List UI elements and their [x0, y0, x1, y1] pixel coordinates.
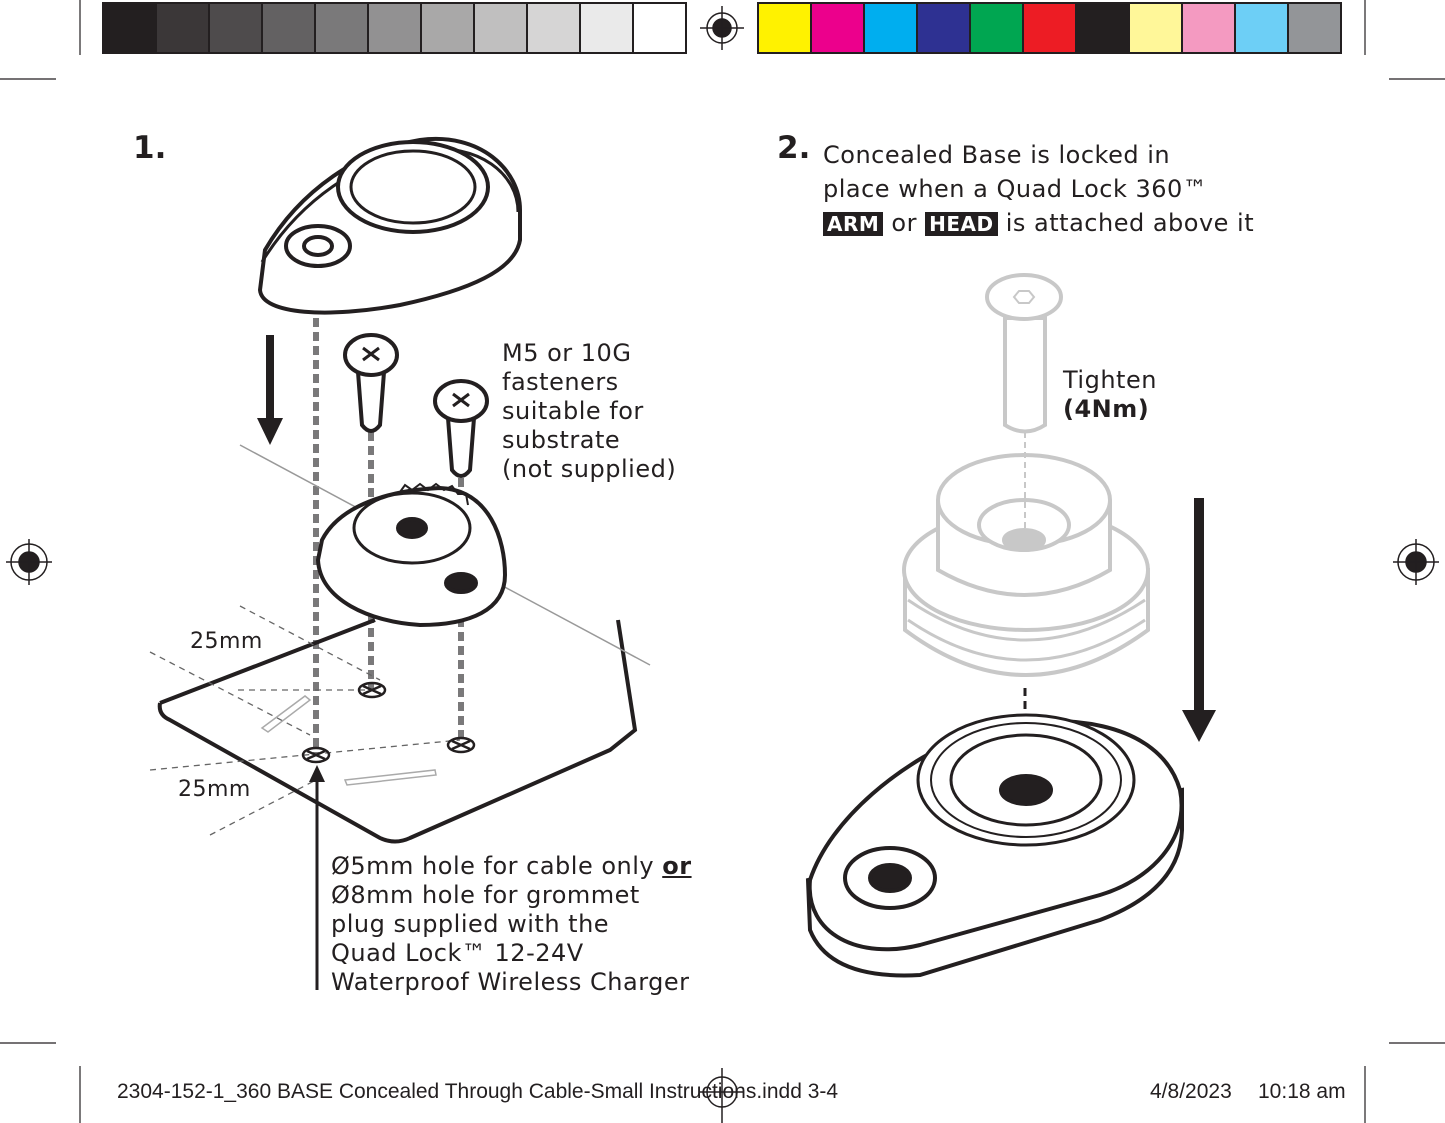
arm-tag: ARM	[823, 212, 884, 236]
color-swatch	[263, 4, 314, 52]
step-2-line: is attached above it	[1005, 209, 1255, 237]
down-arrow-icon	[257, 335, 283, 445]
tighten-note: Tighten (4Nm)	[1063, 366, 1157, 424]
color-swatch	[759, 4, 810, 52]
hole-note-line: Ø5mm hole for cable only	[331, 852, 663, 880]
hole-note-line: Waterproof Wireless Charger	[331, 968, 690, 996]
hole-note-line: plug supplied with the	[331, 910, 610, 938]
hole-note-or: or	[662, 852, 692, 880]
color-swatch	[1183, 4, 1234, 52]
hole-note: Ø5mm hole for cable only or Ø8mm hole fo…	[331, 852, 692, 997]
color-swatch	[1130, 4, 1181, 52]
footer-filename: 2304-152-1_360 BASE Concealed Through Ca…	[117, 1080, 839, 1103]
or-text: or	[891, 209, 917, 237]
color-swatch	[104, 4, 155, 52]
color-swatch	[210, 4, 261, 52]
color-swatch	[918, 4, 969, 52]
color-swatch	[369, 4, 420, 52]
bolt-faded	[985, 273, 1063, 434]
down-arrow-icon	[1182, 498, 1216, 742]
concealed-base-step2	[805, 713, 1184, 978]
step-2-line: place when a Quad Lock 360™	[823, 175, 1208, 203]
color-swatch	[865, 4, 916, 52]
process-color-bar	[757, 2, 1342, 54]
hole-note-line: Quad Lock™ 12-24V	[331, 939, 584, 967]
step-2-number: 2.	[777, 130, 811, 166]
concealed-base-step1	[315, 482, 508, 628]
color-swatch	[422, 4, 473, 52]
step-1-number: 1.	[133, 130, 167, 166]
fastener-note-line: substrate	[502, 426, 621, 454]
tighten-label: Tighten	[1063, 366, 1157, 394]
color-swatch	[316, 4, 367, 52]
color-swatch	[634, 4, 685, 52]
color-swatch	[581, 4, 632, 52]
registration-mark-icon	[6, 6, 1439, 1123]
color-swatch	[157, 4, 208, 52]
torque-value: (4Nm)	[1063, 395, 1150, 423]
hole-note-line: Ø8mm hole for grommet	[331, 881, 640, 909]
color-swatch	[812, 4, 863, 52]
base-cover-top	[257, 136, 522, 315]
step-2-description: Concealed Base is locked in place when a…	[823, 138, 1254, 241]
footer-date: 4/8/2023	[1150, 1080, 1232, 1103]
footer-time: 10:18 am	[1258, 1080, 1346, 1103]
fastener-note-line: M5 or 10G	[502, 339, 632, 367]
dimension-left-label: 25mm	[178, 777, 251, 802]
color-swatch	[1289, 4, 1340, 52]
color-swatch	[971, 4, 1022, 52]
fastener-note-line: suitable for	[502, 397, 644, 425]
color-swatch	[1236, 4, 1287, 52]
fastener-note-line: (not supplied)	[502, 455, 677, 483]
grayscale-color-bar	[102, 2, 687, 54]
step-2-line: Concealed Base is locked in	[823, 141, 1171, 169]
head-faded	[902, 453, 1150, 677]
head-tag: HEAD	[925, 212, 998, 236]
screw-icon	[343, 333, 489, 478]
color-swatch	[475, 4, 526, 52]
up-arrow-icon	[309, 765, 325, 990]
fastener-note: M5 or 10G fasteners suitable for substra…	[502, 339, 676, 484]
color-swatch	[1024, 4, 1075, 52]
color-swatch	[1077, 4, 1128, 52]
dimension-top-label: 25mm	[190, 629, 263, 654]
color-swatch	[528, 4, 579, 52]
fastener-note-line: fasteners	[502, 368, 619, 396]
